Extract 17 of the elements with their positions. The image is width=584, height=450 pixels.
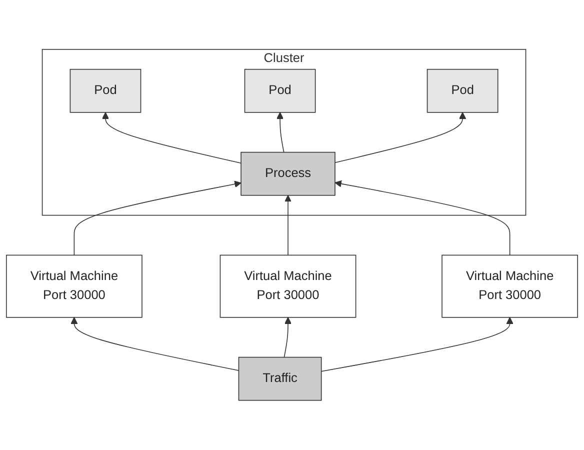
node-box: Pod — [426, 69, 498, 113]
node-box: Virtual Machine Port 30000 — [442, 254, 578, 318]
arrow — [284, 195, 292, 256]
node-box: Virtual Machine Port 30000 — [220, 254, 356, 318]
arrow — [334, 112, 466, 164]
node-box: Virtual Machine Port 30000 — [6, 254, 142, 318]
arrow — [334, 180, 510, 256]
node-box: Pod — [244, 69, 316, 113]
arrow — [284, 317, 292, 358]
node-box: Traffic — [238, 357, 322, 401]
arrow — [74, 180, 242, 256]
arrow — [102, 112, 242, 164]
arrow — [276, 112, 284, 153]
arrow — [70, 317, 240, 372]
arrow — [320, 317, 514, 372]
node-box: Process — [240, 152, 336, 196]
node-box: Pod — [70, 69, 142, 113]
